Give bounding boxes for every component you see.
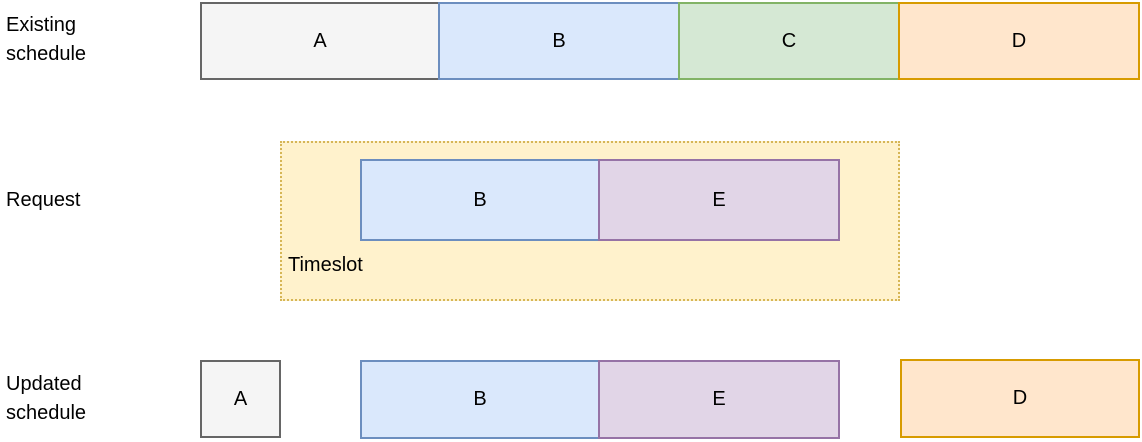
existing-block-d-label: D bbox=[1011, 29, 1027, 52]
updated-schedule-label: Updated schedule bbox=[6, 373, 87, 424]
updated-block-b: B bbox=[360, 360, 600, 439]
updated-block-d-label: D bbox=[1012, 387, 1028, 409]
existing-block-b: B bbox=[438, 2, 680, 80]
existing-block-c: C bbox=[678, 2, 900, 80]
updated-block-a-label: A bbox=[233, 387, 248, 410]
updated-block-e-label: E bbox=[712, 388, 726, 410]
existing-block-c-label: C bbox=[781, 29, 797, 52]
updated-block-b-label: B bbox=[473, 388, 487, 410]
existing-block-d: D bbox=[898, 2, 1140, 80]
request-label: Request bbox=[6, 189, 81, 211]
request-block-b: B bbox=[360, 159, 600, 241]
request-block-e: E bbox=[598, 159, 840, 241]
request-block-e-label: E bbox=[712, 188, 726, 211]
existing-block-b-label: B bbox=[552, 29, 566, 52]
updated-block-a: A bbox=[200, 360, 281, 438]
existing-block-a-label: A bbox=[313, 29, 327, 52]
request-block-b-label: B bbox=[473, 188, 487, 211]
updated-block-d: D bbox=[900, 359, 1140, 438]
existing-block-a: A bbox=[200, 2, 440, 80]
timeslot-label: Timeslot bbox=[288, 254, 363, 276]
existing-schedule-label: Existing schedule bbox=[6, 14, 87, 65]
updated-block-e: E bbox=[598, 360, 840, 439]
